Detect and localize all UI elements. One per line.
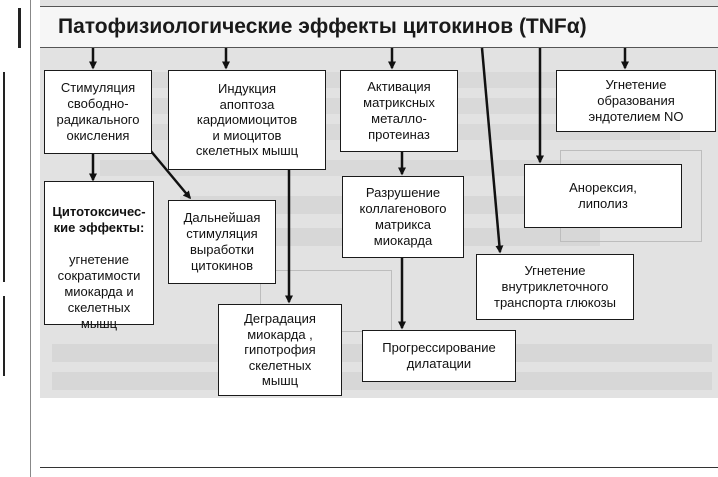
diagram-figure: Патофизиологические эффекты цитокинов (T… — [40, 0, 718, 398]
box-anorexia-lipolysis: Анорексия, липолиз — [524, 164, 682, 228]
page-bottom-rule — [40, 467, 718, 468]
box-glucose-transport-inhibition: Угнетение внутриклеточного транспорта гл… — [476, 254, 634, 320]
box-further-cytokine-stimulation: Дальнейшая стимуляция выработки цитокино… — [168, 200, 276, 284]
cytotoxic-body: угнетение сократимости миокарда и скелет… — [57, 252, 141, 331]
box-myocardial-degradation: Деградация миокарда , гипотрофия скелетн… — [218, 304, 342, 396]
margin-rule-low — [3, 296, 5, 376]
box-free-radical-oxidation: Стимуляция свободно- радикального окисле… — [44, 70, 152, 154]
cytotoxic-heading: Цитотоксичес- кие эффекты: — [52, 204, 146, 235]
diagram-title-bar: Патофизиологические эффекты цитокинов (T… — [40, 6, 718, 48]
box-mmp-activation: Активация матриксных металло- протеиназ — [340, 70, 458, 152]
box-no-inhibition: Угнетение образования эндотелием NO — [556, 70, 716, 132]
margin-rule-top — [18, 8, 21, 48]
box-apoptosis-induction: Индукция апоптоза кардиомиоцитов и миоци… — [168, 70, 326, 170]
margin-rule-mid — [3, 72, 5, 282]
box-collagen-destruction: Разрушение коллагенового матрикса миокар… — [342, 176, 464, 258]
page-vertical-rule — [30, 0, 31, 477]
box-dilatation-progression: Прогрессирование дилатации — [362, 330, 516, 382]
diagram-title: Патофизиологические эффекты цитокинов (T… — [58, 15, 587, 38]
box-cytotoxic-effects: Цитотоксичес- кие эффекты: угнетение сок… — [44, 181, 154, 331]
